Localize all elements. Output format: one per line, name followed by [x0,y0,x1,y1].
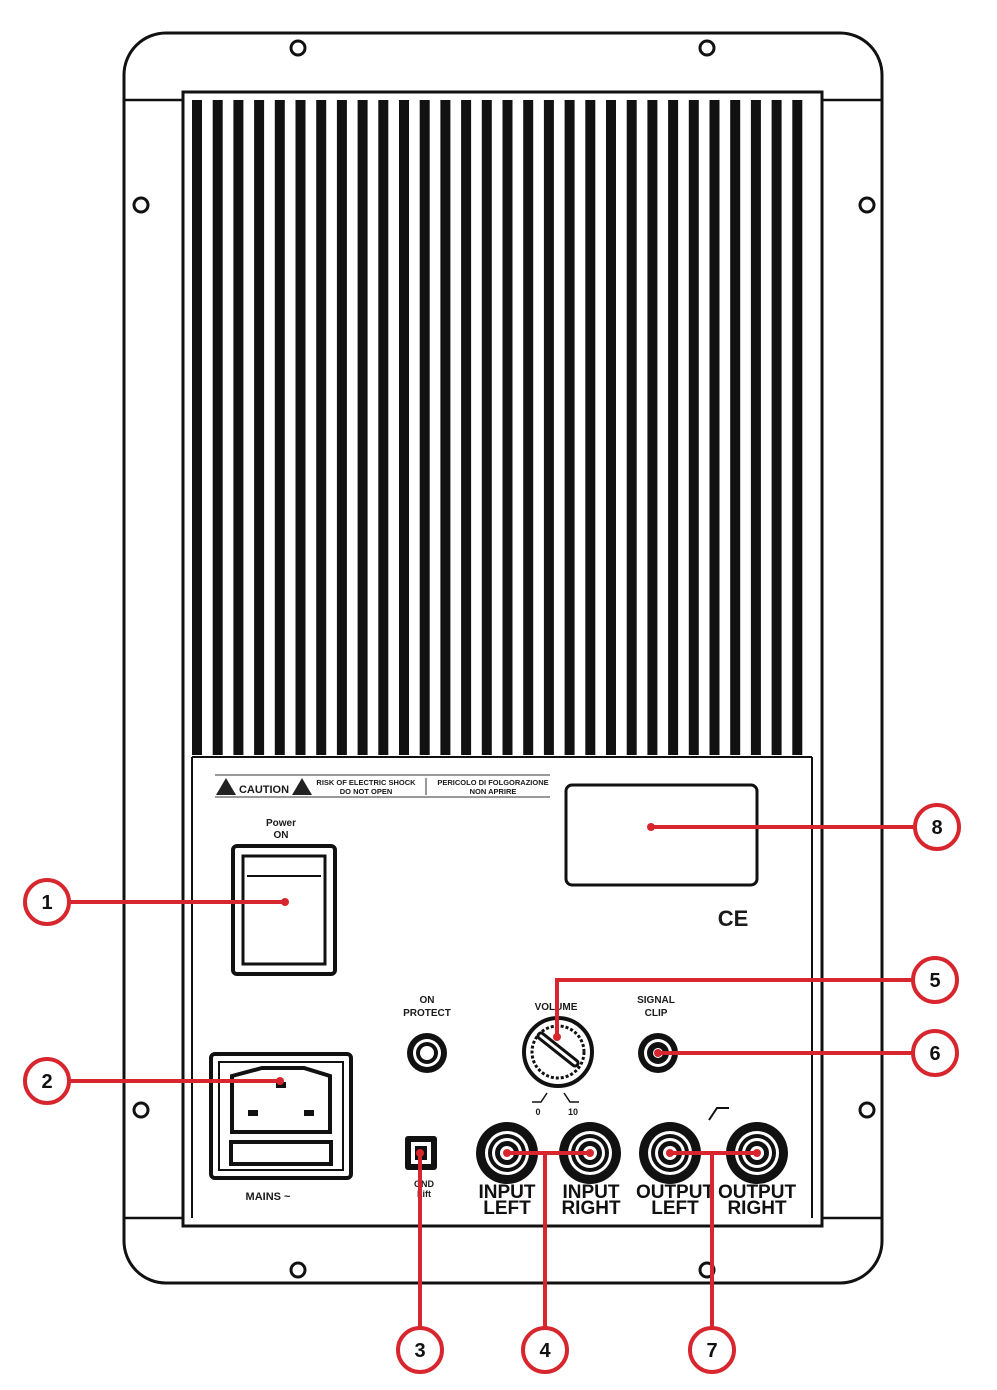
screw-hole-icon [858,196,876,214]
heatsink-fin [730,100,741,755]
ce-mark: CE [718,906,749,931]
power-switch[interactable] [231,844,337,976]
gnd-label-1: GND [414,1179,435,1189]
gnd-label-2: Lift [417,1189,431,1199]
heatsink-fin [481,100,492,755]
heatsink-fin [668,100,679,755]
input-right-label-1: INPUT [563,1182,620,1203]
callout-number: 7 [706,1340,717,1362]
callout-number: 6 [929,1043,940,1065]
heatsink-fin [688,100,699,755]
mains-label: MAINS ~ [246,1191,292,1203]
heatsink-fin [295,100,306,755]
volume-max-mark-icon [563,1092,579,1103]
power-on-label: ON [274,830,289,841]
screw-hole-icon [132,196,150,214]
heatsink-fin [626,100,637,755]
callout-7: 7 [688,1326,736,1374]
heatsink-fin [274,100,285,755]
input-left-label-1: INPUT [479,1182,536,1203]
output-filter-icon [708,1107,729,1121]
callout-1: 1 [23,878,71,926]
callout-number: 3 [414,1340,425,1362]
heatsink-fin [233,100,244,755]
callout-number: 5 [929,970,940,992]
signal-label-1: SIGNAL [637,995,675,1006]
heatsink-fin [378,100,389,755]
heatsink-fin [419,100,430,755]
warning-triangle-icon [216,778,236,795]
callout-number: 8 [931,817,942,839]
caution-en-1: RISK OF ELECTRIC SHOCK [316,778,416,787]
screw-holes [132,39,876,1279]
output-left-label-1: OUTPUT [636,1182,715,1203]
signal-label-2: CLIP [645,1008,668,1019]
callout-number: 4 [539,1340,551,1362]
electric-shock-icon [292,778,312,795]
output-right-label-1: OUTPUT [718,1182,797,1203]
screw-hole-icon [858,1101,876,1119]
heatsink-fin [750,100,761,755]
heatsink-fin [399,100,409,755]
callout-8: 8 [913,803,961,851]
caution-en-2: DO NOT OPEN [340,787,393,796]
heatsink-fins [192,100,803,755]
mains-inlet[interactable] [209,1052,353,1180]
output-left-label-2: LEFT [651,1198,699,1219]
callout-4: 4 [521,1326,569,1374]
protect-led [407,1033,447,1073]
volume-min-mark-icon [532,1092,548,1103]
heatsink-fin [357,100,368,755]
caution-it-1: PERICOLO DI FOLGORAZIONE [437,778,548,787]
heatsink-fin [461,100,472,755]
heatsink-fin [502,100,513,755]
heatsink-fin [192,100,202,755]
heatsink-fin [606,100,616,755]
heatsink-fin [254,100,265,755]
callout-number: 2 [41,1071,52,1093]
protect-label-2: PROTECT [403,1008,451,1019]
heatsink-fin [440,100,451,755]
caution-it-2: NON APRIRE [470,787,517,796]
callout-5: 5 [911,956,959,1004]
heatsink-fin [709,100,720,755]
caution-label: CAUTION RISK OF ELECTRIC SHOCK DO NOT OP… [215,774,550,798]
callout-6: 6 [911,1029,959,1077]
rating-label-area [564,783,759,887]
caution-title: CAUTION [239,784,289,796]
screw-hole-icon [289,39,307,57]
callout-number: 1 [41,892,52,914]
heatsink-fin [771,100,782,755]
protect-label-1: ON [420,995,435,1006]
heatsink-fin [212,100,223,755]
input-right-label-2: RIGHT [561,1198,621,1219]
screw-hole-icon [289,1261,307,1279]
power-label: Power [266,818,296,829]
heatsink-fin [523,100,534,755]
heatsink-fin [564,100,575,755]
volume-min-label: 0 [535,1107,540,1117]
input-left-label-2: LEFT [483,1198,531,1219]
callout-3: 3 [396,1326,444,1374]
heatsink-fin [336,100,347,755]
heatsink-fin [543,100,554,755]
callout-2: 2 [23,1057,71,1105]
heatsink-fin [316,100,327,755]
screw-hole-icon [132,1101,150,1119]
callout-leaders [69,823,915,1328]
output-right-label-2: RIGHT [727,1198,787,1219]
heatsink-fin [792,100,803,755]
volume-max-label: 10 [568,1107,578,1117]
heatsink-fin [585,100,596,755]
screw-hole-icon [698,39,716,57]
heatsink-fin [647,100,658,755]
